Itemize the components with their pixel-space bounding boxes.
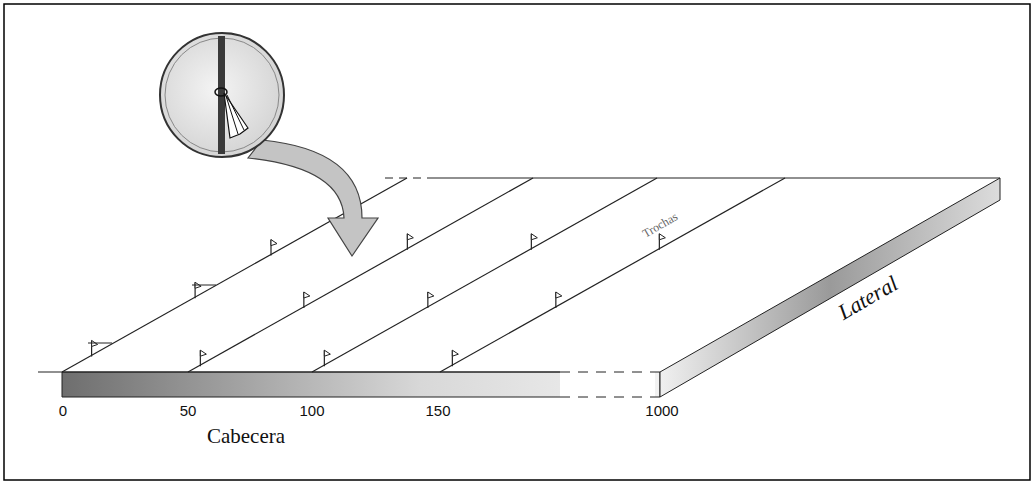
flag-ribbon xyxy=(224,93,248,138)
flag-stake xyxy=(324,350,330,366)
magnifier-circle xyxy=(160,33,284,157)
flag-stake xyxy=(556,292,562,308)
furrow-line xyxy=(312,178,657,372)
frame xyxy=(4,4,1030,480)
flag-stake xyxy=(531,234,537,250)
flag-stake xyxy=(452,350,458,366)
distance-mark: 1000 xyxy=(645,403,678,418)
furrow-line xyxy=(440,178,785,372)
head-label: Cabecera xyxy=(207,426,285,447)
flag-ribbon xyxy=(227,95,244,130)
dashed-edge xyxy=(560,397,655,398)
flag-stakes xyxy=(92,234,666,366)
callout-arrow xyxy=(248,140,378,256)
distance-mark: 0 xyxy=(59,403,67,418)
tick xyxy=(88,343,112,344)
side-edge xyxy=(660,178,1000,397)
flag-stake xyxy=(271,240,277,256)
flag-stake xyxy=(659,234,665,250)
flag-stake xyxy=(407,234,413,250)
distance-mark: 50 xyxy=(180,403,197,418)
flag-stake xyxy=(304,292,310,308)
flag-stake xyxy=(428,292,434,308)
cut-gap xyxy=(560,371,655,399)
furrow-lines xyxy=(62,178,785,372)
tick xyxy=(192,285,216,286)
dashed-edge xyxy=(385,178,430,179)
back-edge xyxy=(430,177,1000,178)
dashed-edge xyxy=(560,372,655,373)
head-line xyxy=(38,371,560,372)
flag-stake xyxy=(200,350,206,366)
distance-mark: 150 xyxy=(425,403,450,418)
distance-mark: 100 xyxy=(299,403,324,418)
